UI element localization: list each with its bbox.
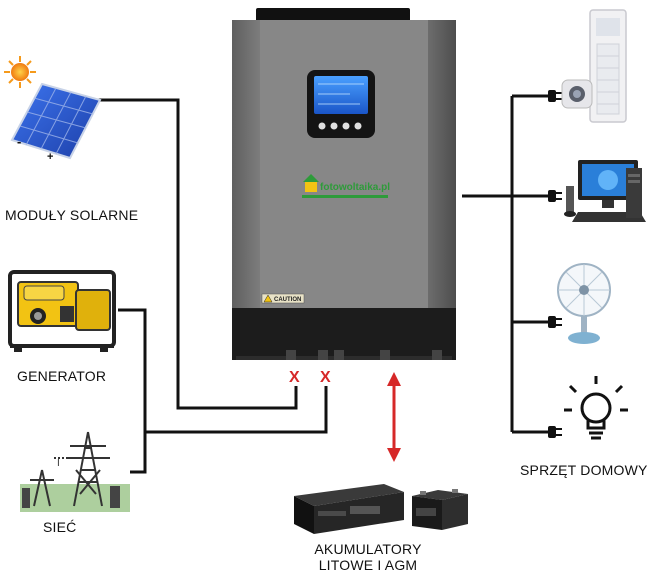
wiring — [98, 94, 550, 474]
plug-icons — [548, 90, 562, 438]
electric-fan-icon — [557, 263, 611, 344]
air-conditioner-icon — [561, 9, 627, 123]
caution-label: CAUTION — [274, 297, 301, 303]
tower-mark: I — [57, 458, 60, 469]
solar-panel-icon — [10, 82, 102, 160]
panel-plus-sign: + — [47, 151, 53, 163]
home-equipment-label: SPRZĘT DOMOWY — [520, 462, 648, 478]
desktop-computer-icon — [564, 160, 646, 222]
brand-logo — [302, 174, 388, 198]
sun-icon — [4, 56, 36, 88]
double-arrow-icon — [387, 372, 401, 462]
inverter-unit: fotowoltaika.pl CAUTION — [232, 8, 456, 360]
battery-icons — [294, 484, 468, 534]
solar-wire — [98, 98, 298, 410]
connection-x-solar: X — [289, 369, 300, 386]
brand-name: fotowoltaika.pl — [320, 182, 390, 193]
solar-modules-label: MODUŁY SOLARNE — [5, 207, 139, 223]
grid-label: SIEĆ — [43, 519, 77, 535]
power-tower-icon — [20, 431, 130, 512]
panel-minus-sign: - — [17, 134, 21, 149]
batteries-label-line1: AKUMULATORY — [314, 541, 422, 557]
lcd-screen — [314, 76, 368, 114]
generator-icon — [8, 270, 116, 352]
connection-x-ac: X — [320, 369, 331, 386]
ac-input-wire — [145, 386, 328, 434]
generator-label: GENERATOR — [17, 368, 107, 384]
batteries-label-line2: LITOWE I AGM — [318, 557, 418, 573]
generator-grid-wire — [118, 308, 147, 474]
control-buttons — [318, 122, 362, 130]
light-bulb-icon — [564, 376, 628, 440]
